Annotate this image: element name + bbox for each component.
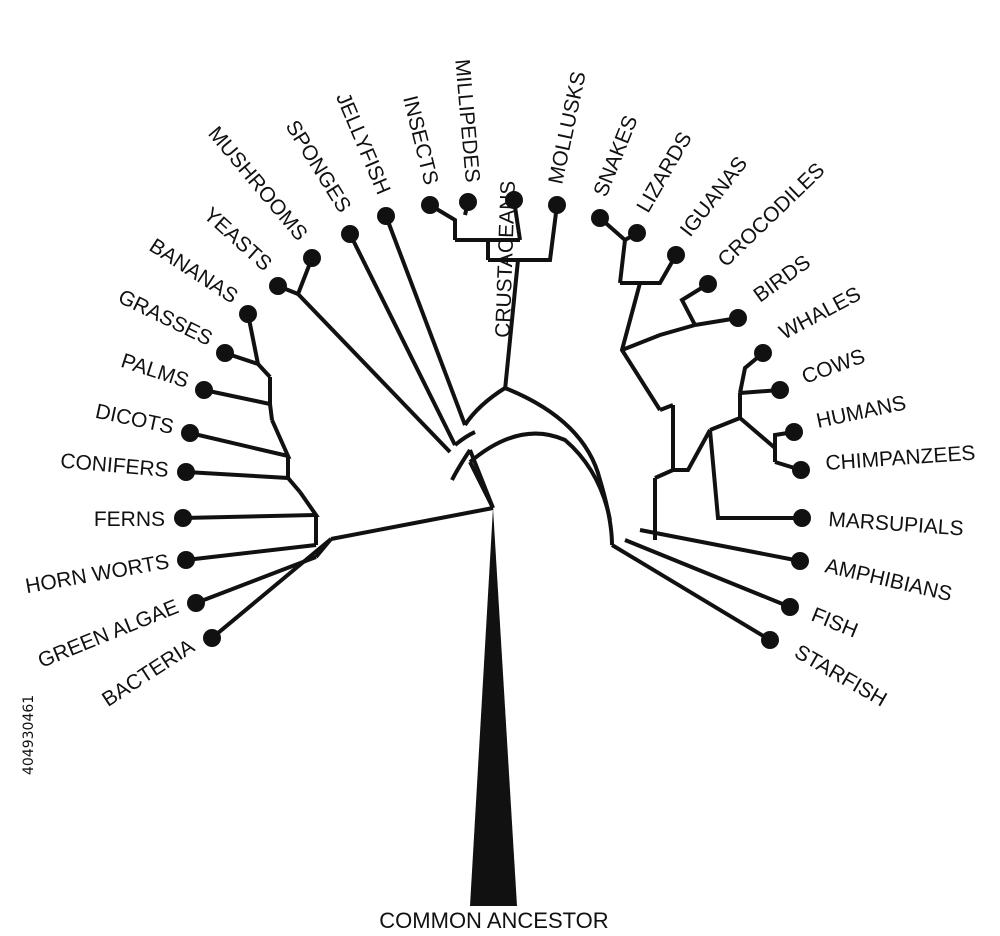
leaf-dot (239, 305, 257, 323)
leaf-label-crustaceans: CRUSTACEANS (492, 180, 520, 338)
leaf-dot (781, 598, 799, 616)
leaf-dot (699, 275, 717, 293)
leaf-dot (754, 344, 772, 362)
leaf-dot (761, 631, 779, 649)
leaf-dot (203, 629, 221, 647)
leaf-dot (195, 381, 213, 399)
leaf-label-grasses: GRASSES (115, 285, 216, 350)
leaf-label-millipedes: MILLIPEDES (450, 58, 484, 183)
leaf-dot (791, 552, 809, 570)
leaf-dot (377, 207, 395, 225)
leaf-dot (174, 509, 192, 527)
leaf-label-dicots: DICOTS (93, 400, 175, 439)
branches (182, 199, 802, 642)
leaf-label-starfish: STARFISH (791, 640, 891, 711)
leaf-label-humans: HUMANS (814, 391, 908, 432)
leaf-label-bacteria: BACTERIA (98, 635, 199, 711)
leaf-dot (793, 509, 811, 527)
leaf-label-amphibians: AMPHIBIANS (823, 554, 954, 606)
leaf-dot (505, 191, 523, 209)
leaf-label-mollusks: MOLLUSKS (544, 69, 590, 186)
leaf-label-snakes: SNAKES (589, 112, 642, 200)
leaf-dot (421, 196, 439, 214)
leaf-dot (628, 224, 646, 242)
leaf-dot (341, 225, 359, 243)
leaf-dot (729, 309, 747, 327)
leaf-label-chimpanzees: CHIMPANZEES (825, 442, 976, 475)
leaf-dot (785, 423, 803, 441)
leaf-label-cows: COWS (799, 345, 868, 389)
leaf-dot (269, 277, 287, 295)
leaf-dot (177, 463, 195, 481)
leaf-label-marsupials: MARSUPIALS (828, 508, 965, 540)
leaf-dot (548, 196, 566, 214)
leaf-label-palms: PALMS (118, 349, 191, 392)
leaf-label-yeasts: YEASTS (199, 203, 276, 276)
leaf-label-insects: INSECTS (398, 93, 442, 187)
leaf-dot (667, 246, 685, 264)
common-ancestor-label: COMMON ANCESTOR (379, 908, 608, 933)
leaf-dot (181, 424, 199, 442)
leaf-dot (303, 249, 321, 267)
leaf-label-ferns: FERNS (94, 508, 165, 531)
leaf-label-horn-worts: HORN WORTS (24, 550, 171, 598)
leaf-dot (187, 594, 205, 612)
leaf-label-conifers: CONIFERS (59, 450, 169, 482)
leaf-dot (792, 461, 810, 479)
leaf-dot (177, 551, 195, 569)
leaf-dot (591, 209, 609, 227)
leaf-dots (174, 191, 811, 649)
leaf-label-birds: BIRDS (749, 251, 814, 307)
leaf-label-whales: WHALES (776, 282, 865, 344)
leaf-label-lizards: LIZARDS (632, 128, 696, 216)
stock-id-watermark: 404930461 (21, 695, 37, 775)
leaf-dot (216, 344, 234, 362)
leaf-label-sponges: SPONGES (281, 116, 356, 216)
common-ancestor-trunk (470, 508, 517, 906)
leaf-dot (771, 381, 789, 399)
leaf-labels: BACTERIA GREEN ALGAE HORN WORTS FERNS CO… (24, 58, 976, 711)
leaf-label-fish: FISH (808, 603, 861, 642)
leaf-dot (459, 193, 477, 211)
